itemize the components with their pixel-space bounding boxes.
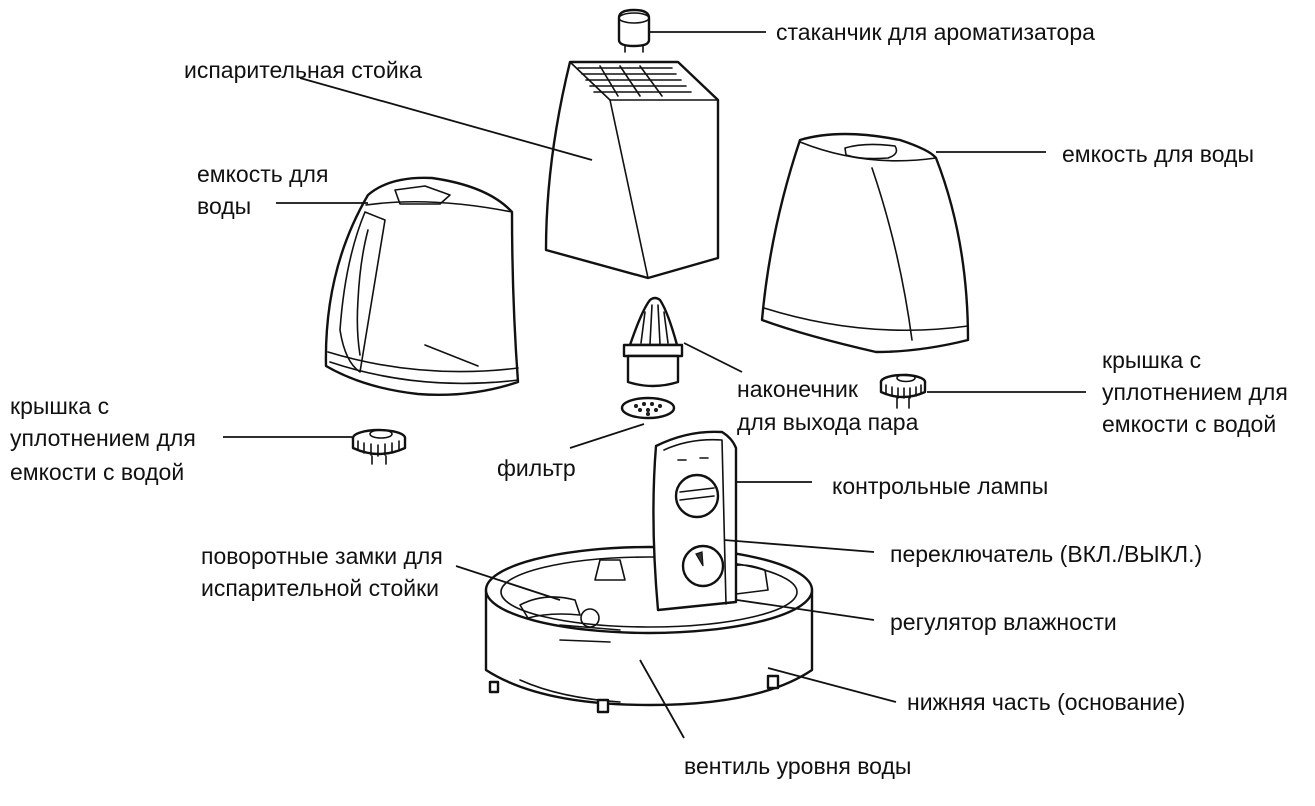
right-cap-drawing [879, 373, 927, 409]
aroma-cup-drawing [617, 8, 651, 53]
label-cap-left-line3: емкости с водой [10, 459, 185, 485]
label-locks-line2: испарительной стойки [201, 575, 439, 601]
label-cap-left-line1: крышка с [10, 393, 110, 419]
label-base: нижняя часть (основание) [907, 689, 1186, 715]
label-cap-right-line2: уплотнением для [1102, 379, 1288, 405]
label-evaporator-stand: испарительная стойка [184, 57, 423, 83]
label-control-lamps: контрольные лампы [832, 473, 1049, 499]
control-panel-drawing [652, 430, 738, 612]
label-cap-right-line3: емкости с водой [1102, 411, 1277, 437]
label-switch: переключатель (ВКЛ./ВЫКЛ.) [890, 541, 1203, 567]
label-aroma-cup: стаканчик для ароматизатора [776, 19, 1095, 45]
label-water-tank-left-line1: емкость для [197, 161, 329, 187]
steam-nozzle-drawing [622, 296, 684, 388]
filter-drawing [620, 396, 676, 420]
left-cap-drawing [351, 428, 407, 465]
label-water-tank-right: емкость для воды [1062, 141, 1255, 167]
label-locks-line1: поворотные замки для [201, 543, 443, 569]
evaporator-stand-drawing [544, 60, 720, 280]
label-humidity-regulator: регулятор влажности [890, 609, 1117, 635]
left-water-tank-drawing [324, 176, 520, 396]
base-drawing [484, 545, 814, 714]
label-water-valve: вентиль уровня воды [684, 753, 912, 779]
label-water-tank-left-line2: воды [197, 193, 252, 219]
leader-lines [223, 31, 1086, 739]
label-cap-right-line1: крышка с [1102, 347, 1202, 373]
label-filter: фильтр [497, 455, 576, 481]
label-cap-left-line2: уплотнением для [10, 425, 196, 451]
label-nozzle-line1: наконечник [737, 376, 858, 402]
label-nozzle-line2: для выхода пара [737, 409, 919, 435]
right-water-tank-drawing [760, 132, 970, 354]
